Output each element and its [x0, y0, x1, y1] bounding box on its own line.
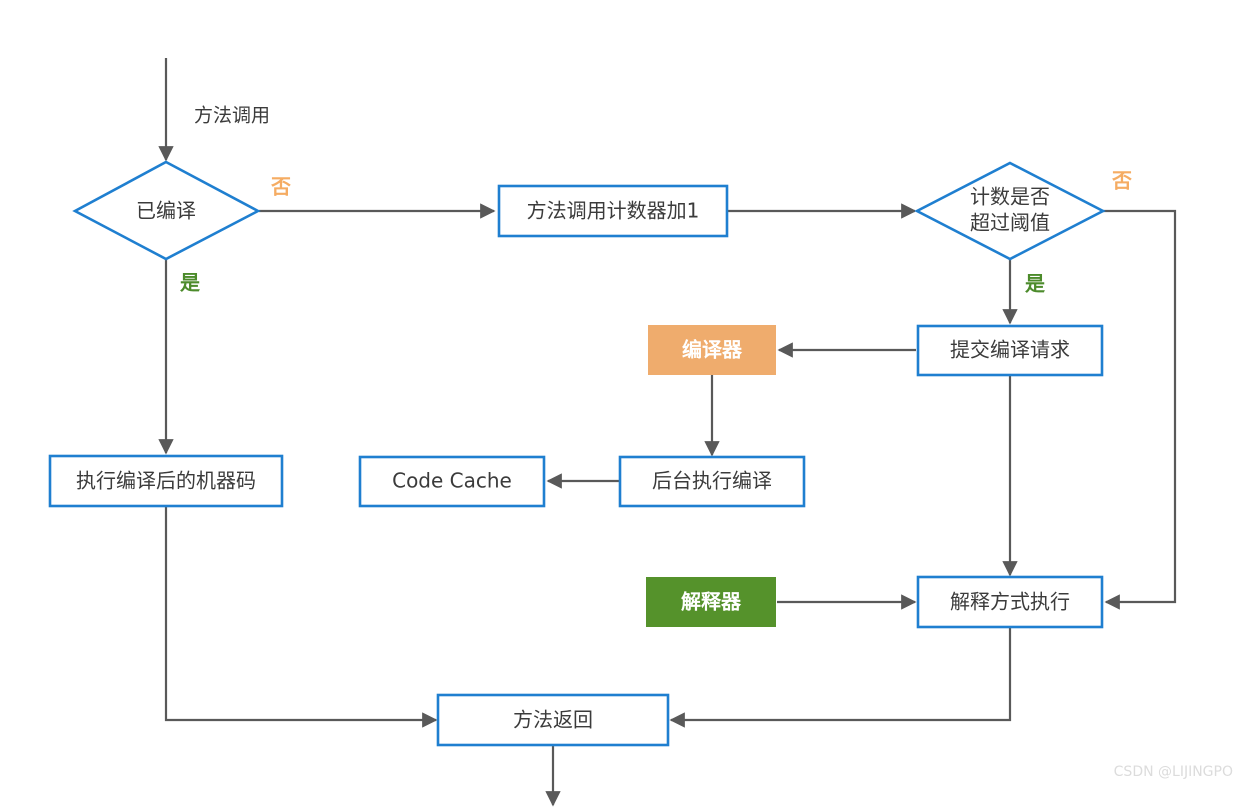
node-code-cache-label: Code Cache	[392, 469, 512, 493]
node-compiler-label: 编译器	[682, 338, 743, 362]
node-background-compile-label: 后台执行编译	[652, 469, 772, 493]
node-interpreted-execution-label: 解释方式执行	[950, 590, 1070, 614]
node-is-compiled-label: 已编译	[136, 199, 196, 223]
node-interpreted-execution[interactable]: 解释方式执行	[916, 575, 1104, 629]
node-counter-increment-label: 方法调用计数器加1	[527, 199, 700, 223]
node-threshold-check[interactable]: 计数是否 超过阈值	[914, 161, 1106, 261]
node-execute-machine-code[interactable]: 执行编译后的机器码	[48, 454, 284, 508]
node-interpreter[interactable]: 解释器	[646, 577, 776, 627]
node-execute-machine-code-label: 执行编译后的机器码	[76, 469, 256, 493]
node-submit-compile-request-label: 提交编译请求	[950, 338, 1070, 362]
node-method-return[interactable]: 方法返回	[436, 693, 670, 747]
node-method-return-label: 方法返回	[513, 708, 593, 732]
edge-threshold-no-to-interpreted	[1103, 209, 1177, 610]
edge-label-method-call: 方法调用	[194, 105, 270, 127]
node-is-compiled[interactable]: 已编译	[72, 160, 261, 261]
edge-label-threshold-yes: 是	[1024, 272, 1045, 296]
edge-label-compiled-yes: 是	[179, 271, 200, 295]
node-code-cache[interactable]: Code Cache	[358, 455, 546, 508]
node-interpreter-label: 解释器	[681, 590, 742, 614]
node-counter-increment[interactable]: 方法调用计数器加1	[497, 184, 729, 238]
node-submit-compile-request[interactable]: 提交编译请求	[916, 324, 1104, 377]
edge-label-threshold-no: 否	[1111, 169, 1132, 193]
watermark-text: CSDN @LIJINGPO	[1114, 764, 1233, 780]
node-compiler[interactable]: 编译器	[648, 325, 776, 375]
node-threshold-check-label-line2: 超过阈值	[970, 211, 1050, 235]
node-background-compile[interactable]: 后台执行编译	[618, 455, 806, 508]
node-threshold-check-label-line1: 计数是否	[970, 185, 1050, 209]
edge-label-compiled-no: 否	[270, 175, 291, 199]
edge-interpreted-to-method-return	[669, 627, 1012, 728]
edge-machine-code-to-method-return	[164, 506, 438, 728]
